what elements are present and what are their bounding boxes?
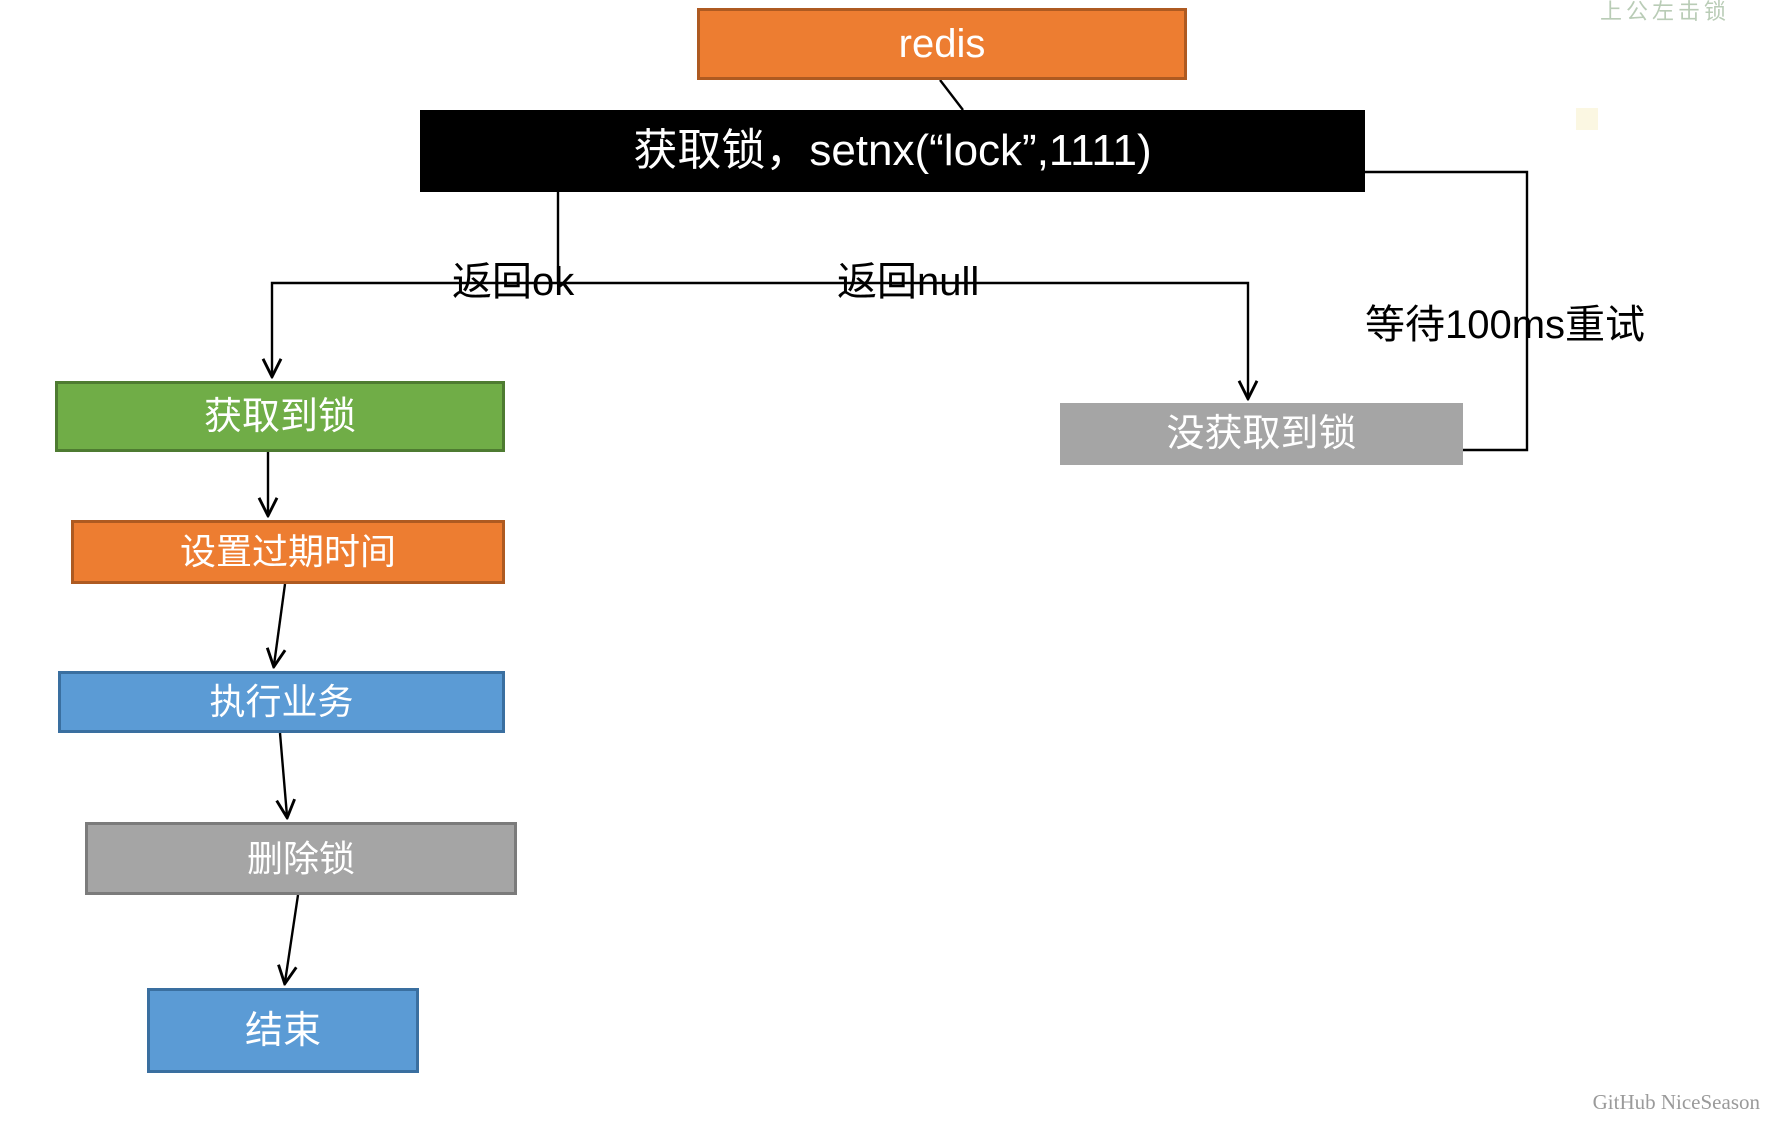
node-lock-not-acquired-label: 没获取到锁 — [1166, 413, 1357, 455]
edge-label-return-ok: 返回ok — [452, 260, 575, 304]
edge-delete-to-end — [285, 894, 300, 982]
node-end-label: 结束 — [244, 1009, 321, 1052]
edge-expire-to-business — [274, 583, 285, 665]
node-redis[interactable]: redis — [697, 8, 1187, 80]
node-set-expire-time-label: 设置过期时间 — [179, 531, 396, 572]
edge-label-return-null: 返回null — [837, 260, 980, 304]
watermark: GitHub NiceSeason — [1592, 1090, 1760, 1114]
node-delete-lock-label: 删除锁 — [246, 837, 355, 879]
edge-label-retry: 等待100ms重试 — [1365, 303, 1646, 347]
edge-redis-to-getlock — [939, 79, 964, 111]
node-redis-label: redis — [898, 22, 986, 66]
node-set-expire-time[interactable]: 设置过期时间 — [71, 520, 505, 584]
node-lock-acquired-label: 获取到锁 — [203, 395, 356, 438]
node-end[interactable]: 结束 — [147, 988, 419, 1073]
node-delete-lock[interactable]: 删除锁 — [85, 822, 517, 895]
cropped-text-artifact: 上公左击锁 — [1600, 0, 1731, 24]
node-lock-not-acquired[interactable]: 没获取到锁 — [1060, 403, 1463, 465]
node-get-lock-command-label: 获取锁，setnx(“lock”,1111) — [633, 126, 1152, 175]
node-lock-acquired[interactable]: 获取到锁 — [55, 381, 505, 452]
background-artifact-swatch — [1576, 108, 1598, 130]
node-run-business[interactable]: 执行业务 — [58, 671, 505, 733]
node-get-lock-command[interactable]: 获取锁，setnx(“lock”,1111) — [420, 110, 1365, 192]
node-run-business-label: 执行业务 — [209, 681, 354, 722]
edge-business-to-delete — [280, 732, 287, 816]
